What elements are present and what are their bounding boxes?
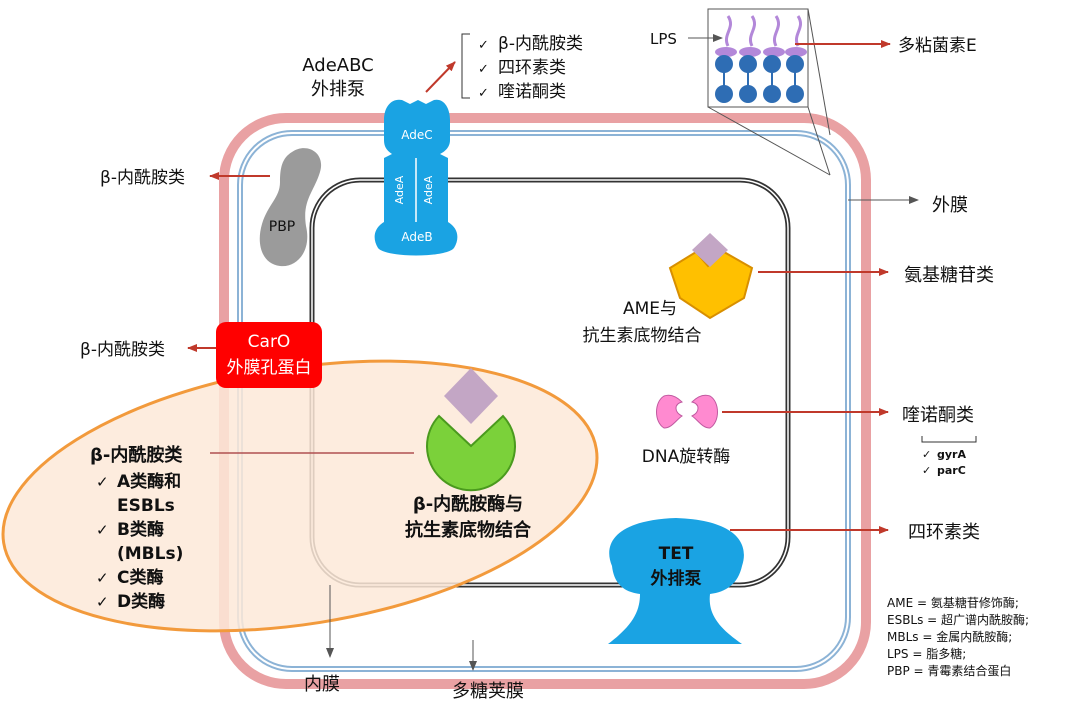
- lps-head-icon: [763, 47, 785, 57]
- legend-item-4: LPS = 脂多糖;: [887, 646, 966, 661]
- lps-target-label: 多粘菌素E: [898, 36, 977, 56]
- beta-enzyme-caption-line2: 抗生素底物结合: [405, 519, 532, 541]
- pbp-protein-icon: [259, 148, 322, 267]
- check-icon: ✓: [96, 521, 109, 539]
- lipid-head-icon: [739, 85, 757, 103]
- lps-tail-icon: [749, 15, 757, 47]
- substrate-icon: [692, 233, 728, 267]
- beta-list-item-2-line2: (MBLs): [117, 544, 183, 564]
- adea-left-label: AdeA: [393, 175, 406, 204]
- legend-item-1: AME = 氨基糖苷修饰酶;: [887, 595, 1019, 610]
- legend-item-2: ESBLs = 超广谱内酰胺酶;: [887, 612, 1029, 627]
- caro-porin: [216, 322, 322, 388]
- adeb-label: AdeB: [401, 230, 432, 244]
- lipid-head-icon: [715, 55, 733, 73]
- lps-head-icon: [785, 47, 807, 57]
- check-icon: ✓: [478, 86, 489, 101]
- lps-tail-icon: [725, 15, 733, 47]
- adeabc-title: AdeABC: [302, 55, 373, 76]
- caro-target-label: β-内酰胺类: [80, 340, 165, 360]
- ame-caption-line1: AME与: [623, 299, 677, 319]
- lipid-head-icon: [763, 85, 781, 103]
- check-icon: ✓: [922, 448, 931, 461]
- dna-gyrase-left-icon: [656, 394, 683, 429]
- legend-item-5: PBP = 青霉素结合蛋白: [887, 663, 1011, 678]
- lps-inset-connector-top: [807, 8, 831, 136]
- adeabc-targets-bracket: [461, 33, 470, 99]
- beta-lactamase-icon: [426, 414, 516, 492]
- gene-gyra: gyrA: [937, 448, 966, 461]
- lipid-head-icon: [739, 55, 757, 73]
- beta-list-item-1-line2: ESBLs: [117, 496, 175, 516]
- pbp-target-label: β-内酰胺类: [100, 168, 185, 188]
- check-icon: ✓: [96, 569, 109, 587]
- dna-gyrase-target-label: 喹诺酮类: [902, 405, 974, 426]
- inner-membrane-label: 内膜: [304, 674, 340, 695]
- capsule-label: 多糖荚膜: [452, 681, 524, 702]
- outer-membrane-label: 外膜: [932, 195, 968, 216]
- lipid-head-icon: [763, 55, 781, 73]
- check-icon: ✓: [96, 593, 109, 611]
- lps-inset: LPS: [650, 8, 831, 176]
- lps-tail-icon: [773, 15, 781, 47]
- adec-label: AdeC: [401, 128, 432, 142]
- beta-list-item-1: A类酶和: [117, 471, 181, 492]
- lps-head-icon: [739, 47, 761, 57]
- dna-gyrase-right-icon: [691, 394, 718, 429]
- pbp-label: PBP: [269, 219, 296, 235]
- beta-list-item-2: B类酶: [117, 519, 164, 540]
- caro-label-line2: 外膜孔蛋白: [227, 358, 312, 378]
- adeabc-target-3: 喹诺酮类: [498, 82, 566, 102]
- lipid-head-icon: [715, 85, 733, 103]
- lipid-head-icon: [786, 85, 804, 103]
- check-icon: ✓: [96, 473, 109, 491]
- gene-bracket: [921, 436, 977, 443]
- beta-list-title: β-内酰胺类: [90, 444, 183, 466]
- legend-item-3: MBLs = 金属内酰胺酶;: [887, 629, 1012, 644]
- gene-parc: parC: [937, 464, 966, 477]
- lps-inset-connector-right: [807, 106, 831, 176]
- lps-head-icon: [715, 47, 737, 57]
- tet-pump-icon: [608, 518, 744, 644]
- beta-list-item-3: C类酶: [117, 567, 163, 588]
- lps-label: LPS: [650, 30, 677, 48]
- adeabc-title-line2: 外排泵: [311, 79, 365, 100]
- tet-label-line2: 外排泵: [651, 568, 702, 589]
- tet-target-label: 四环素类: [908, 522, 980, 543]
- substrate-icon: [444, 368, 498, 424]
- caro-label: CarO: [248, 332, 291, 352]
- beta-enzyme-caption-line1: β-内酰胺酶与: [413, 493, 523, 515]
- lps-inset-connector-bottom: [707, 106, 831, 176]
- ame-caption-line2: 抗生素底物结合: [583, 326, 702, 346]
- check-icon: ✓: [478, 62, 489, 77]
- check-icon: ✓: [478, 38, 489, 53]
- dna-gyrase-label: DNA旋转酶: [642, 447, 730, 467]
- check-icon: ✓: [922, 464, 931, 477]
- adea-right-label: AdeA: [422, 175, 435, 204]
- ame-target-label: 氨基糖苷类: [904, 265, 994, 286]
- adeabc-target-2: 四环素类: [498, 58, 566, 78]
- adeabc-arrow: [425, 61, 456, 93]
- tet-label: TET: [659, 544, 694, 564]
- beta-list-item-4: D类酶: [117, 591, 165, 612]
- lipid-head-icon: [786, 55, 804, 73]
- adeabc-target-1: β-内酰胺类: [498, 34, 583, 54]
